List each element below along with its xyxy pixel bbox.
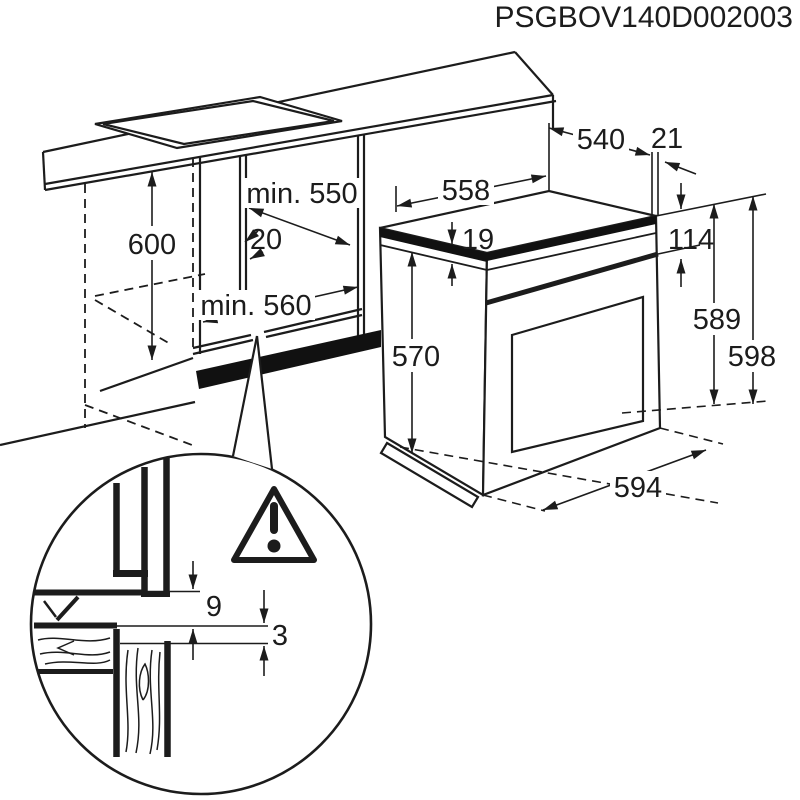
body-depth-label: 540 [577, 124, 625, 156]
dim-back-offset: 21 [651, 123, 697, 175]
body-width-label: 558 [442, 175, 490, 207]
dim-control-panel-height: 114 [668, 183, 714, 287]
height-to-frame-label: 589 [693, 304, 741, 336]
dim-overall-height: 598 [726, 196, 782, 404]
dim-front-width: 594 [542, 449, 707, 511]
body-height-label: 570 [392, 341, 440, 373]
oven-foot [379, 441, 480, 509]
dim-niche-depth: min. 550 [244, 178, 360, 246]
wood-grain-vertical [125, 647, 161, 755]
front-width-label: 594 [614, 472, 662, 504]
vent-strip [196, 330, 381, 389]
niche-depth-label: min. 550 [246, 178, 357, 210]
dim-body-height: 570 [388, 252, 445, 453]
wood-grain-horizontal [37, 637, 111, 665]
dim-niche-width: min. 560 [197, 285, 359, 324]
niche-height-label: 600 [128, 229, 176, 261]
dim-niche-height: 600 [124, 172, 180, 360]
dim-lower-gap: 3 [259, 590, 288, 676]
dim-wall-gap: 20 [244, 224, 282, 260]
joint-cross-section: 9 3 [34, 458, 288, 757]
warning-triangle-icon [231, 486, 317, 563]
niche-width-label: min. 560 [200, 290, 311, 322]
back-offset-label: 21 [651, 123, 683, 155]
dim-height-to-frame: 589 [689, 204, 745, 404]
dim-body-depth: 540 [548, 123, 651, 156]
control-panel-height-label: 114 [668, 224, 714, 256]
oven-door-window [510, 295, 645, 454]
top-trim-label: 19 [462, 224, 494, 256]
dim-body-width: 558 [396, 174, 547, 208]
overall-height-label: 598 [728, 341, 776, 373]
dim-upper-gap: 9 [188, 561, 222, 660]
niche-floor [0, 273, 381, 447]
detail-callout: 9 3 [29, 335, 373, 796]
hob-cutout [94, 95, 343, 150]
wall-gap-label: 20 [250, 224, 282, 256]
lower-gap-label: 3 [272, 620, 288, 652]
upper-gap-label: 9 [206, 591, 222, 623]
oven: 558 19 540 21 114 570 589 [378, 123, 782, 512]
dim-top-trim: 19 [447, 222, 494, 286]
cabinet-scene: 600 min. 550 20 min. 560 [0, 50, 557, 447]
drawing-title: PSGBOV140D002003 [494, 1, 793, 34]
